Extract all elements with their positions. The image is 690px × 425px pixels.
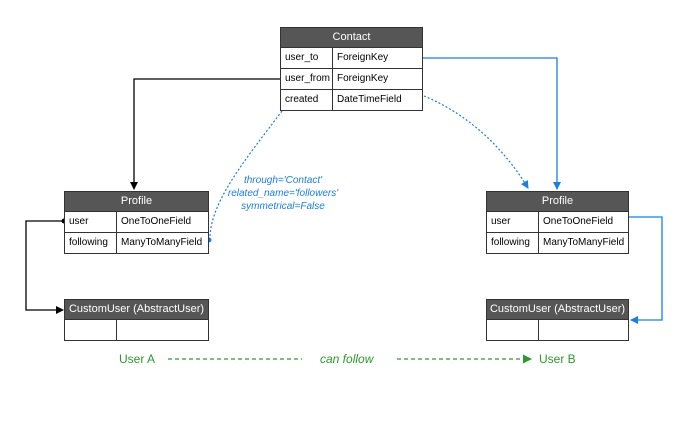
contact-dotted-curve-left	[209, 110, 283, 237]
empty-cell	[539, 320, 628, 340]
can-follow-label: can follow	[320, 352, 374, 366]
table-row	[65, 320, 208, 340]
contact-table: Contact user_to ForeignKey user_from For…	[280, 27, 423, 111]
field-type: OneToOneField	[543, 216, 614, 227]
contact-table-title: Contact	[281, 28, 422, 48]
user-to-arrow	[423, 57, 561, 190]
field-type: OneToOneField	[121, 216, 192, 227]
user-a-label: User A	[119, 352, 156, 366]
table-row: user OneToOneField	[487, 212, 628, 233]
user-b-label: User B	[539, 352, 576, 366]
empty-cell	[117, 320, 208, 340]
annotation-through: through='Contact'	[243, 175, 323, 186]
profile-table-title: Profile	[487, 192, 628, 212]
profile-table-right: Profile user OneToOneField following Man…	[486, 191, 629, 254]
right-user-link-arrow	[629, 216, 663, 324]
field-name: user_from	[281, 69, 333, 89]
field-name: user	[65, 212, 117, 232]
field-type: DateTimeField	[337, 94, 402, 105]
customuser-table-title: CustomUser (AbstractUser)	[65, 300, 208, 320]
contact-dotted-curve-right	[423, 95, 529, 189]
table-row	[487, 320, 628, 340]
field-type: ManyToManyField	[121, 237, 203, 248]
annotation-related-name: related_name='followers'	[227, 188, 339, 199]
table-row: created DateTimeField	[281, 90, 422, 110]
customuser-table-left: CustomUser (AbstractUser)	[64, 299, 209, 341]
field-name: following	[65, 233, 117, 253]
field-name: user	[487, 212, 539, 232]
m2m-annotation: through='Contact' related_name='follower…	[218, 174, 348, 213]
table-row: following ManyToManyField	[487, 233, 628, 253]
table-row: following ManyToManyField	[65, 233, 208, 253]
field-name: created	[281, 90, 333, 110]
table-row: user_from ForeignKey	[281, 69, 422, 90]
field-type: ManyToManyField	[543, 237, 625, 248]
field-name: following	[487, 233, 539, 253]
user-from-arrow	[130, 78, 280, 190]
table-row: user OneToOneField	[65, 212, 208, 233]
profile-table-left: Profile user OneToOneField following Man…	[64, 191, 209, 254]
customuser-table-title: CustomUser (AbstractUser)	[487, 300, 628, 320]
annotation-symmetrical: symmetrical=False	[241, 201, 325, 212]
empty-cell	[65, 320, 117, 340]
table-row: user_to ForeignKey	[281, 48, 422, 69]
field-type: ForeignKey	[337, 73, 389, 84]
customuser-table-right: CustomUser (AbstractUser)	[486, 299, 629, 341]
profile-table-title: Profile	[65, 192, 208, 212]
field-type: ForeignKey	[337, 52, 389, 63]
left-user-link-arrow	[25, 220, 64, 314]
field-name: user_to	[281, 48, 333, 68]
empty-cell	[487, 320, 539, 340]
